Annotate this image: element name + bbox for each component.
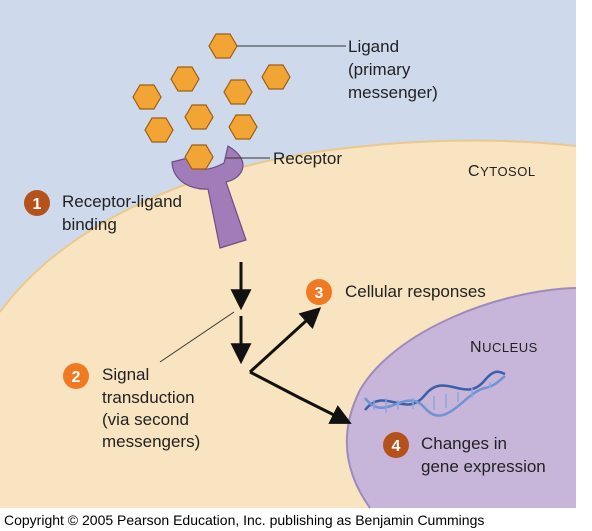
step-2-label: Signal: [102, 365, 149, 384]
step-2-label-line2: transduction: [102, 388, 195, 407]
cytosol-label: CYTOSOL: [468, 163, 536, 180]
signal-pathway-arrows: [230, 262, 352, 424]
step-1-label-line2: binding: [62, 215, 117, 234]
ligand-label-line3: messenger): [348, 83, 438, 102]
copyright-notice: Copyright © 2005 Pearson Education, Inc.…: [4, 512, 485, 528]
dna-helix: [363, 370, 506, 417]
ligand-hexagon: [228, 114, 258, 140]
ligand-hexagon: [144, 117, 174, 143]
step-4-label: Changes in: [421, 434, 507, 453]
ligand-hexagon: [261, 64, 291, 90]
step-1-label: Receptor-ligand: [62, 192, 182, 211]
step-1-badge: [24, 190, 50, 216]
step-2-badge: [63, 363, 89, 389]
step-1-number: 1: [33, 196, 42, 213]
nucleus-label: NUCLEUS: [470, 339, 538, 356]
step-4-number: 4: [392, 438, 401, 455]
arrow-to-nucleus: [249, 370, 352, 424]
step-3-number: 3: [315, 285, 324, 302]
arrow-to-response: [248, 307, 322, 374]
signal-leader-line: [159, 311, 235, 363]
ligand-molecules: [132, 33, 291, 143]
step-2-number: 2: [72, 369, 81, 386]
bound-ligand: [184, 144, 214, 170]
ligand-hexagon: [184, 104, 214, 130]
plasma-membrane: [0, 139, 577, 313]
ligand-hexagon: [132, 84, 162, 110]
step-3-label: Cellular responses: [345, 282, 486, 301]
step-2-label-line4: messengers): [102, 432, 200, 451]
receptor-protein: [171, 144, 247, 249]
ligand-hexagon: [170, 66, 200, 92]
receptor-label: Receptor: [273, 149, 342, 168]
ligand-hexagon: [223, 79, 253, 105]
ligand-label: Ligand: [348, 37, 399, 56]
signaling-diagram: Ligand (primary messenger) Receptor CYTO…: [0, 0, 577, 509]
step-2-label-line3: (via second: [102, 410, 189, 429]
step-4-badge: [383, 432, 409, 458]
nuclear-envelope: [346, 287, 577, 509]
ligand-label-line2: (primary: [348, 60, 411, 79]
step-3-badge: [306, 279, 332, 305]
step-4-label-line2: gene expression: [421, 457, 546, 476]
